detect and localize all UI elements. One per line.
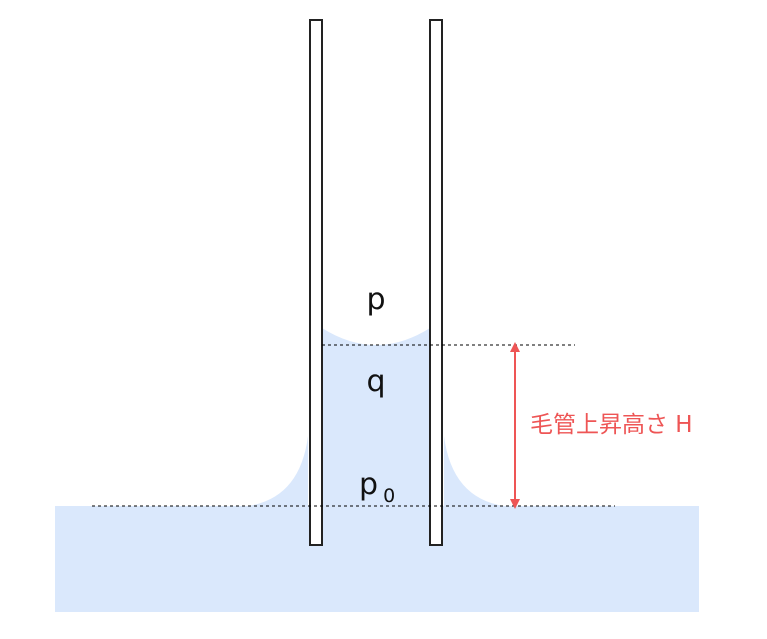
label-p0: p 0 [359, 467, 395, 507]
outer-meniscus-left [248, 436, 308, 506]
liquid-column [322, 328, 430, 506]
outer-meniscus-right [444, 436, 504, 506]
label-p0-base: p [359, 467, 378, 502]
label-p: p [366, 282, 385, 317]
label-rise-height: 毛管上昇高さ H [530, 412, 693, 438]
liquid-bath [55, 506, 699, 612]
label-q: q [366, 364, 385, 399]
tube-wall-left [309, 19, 323, 546]
label-p0-subscript: 0 [383, 485, 395, 507]
tube-wall-right [429, 19, 443, 546]
